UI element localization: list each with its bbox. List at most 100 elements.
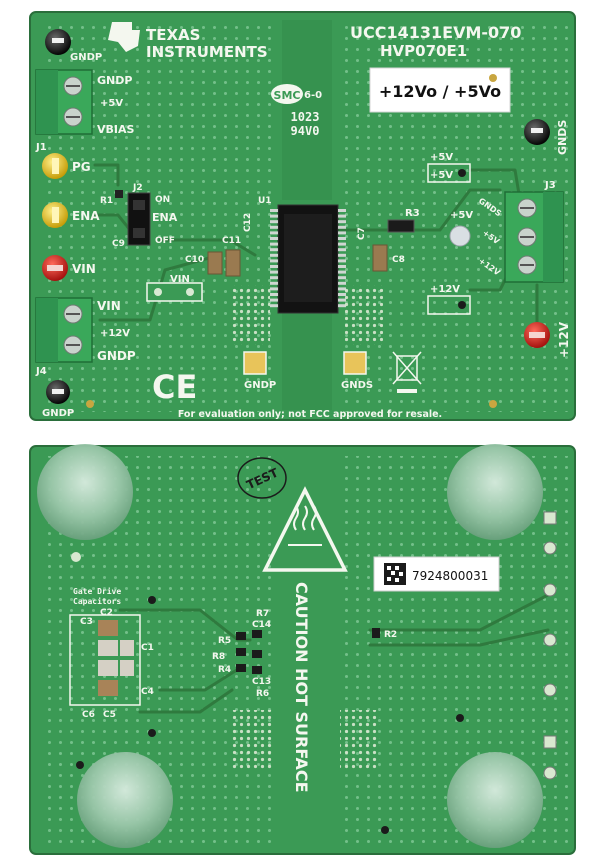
ic-pin	[338, 253, 346, 257]
mfr-mark-suffix: 6-0	[304, 90, 322, 101]
gate-drive-2: Capacitors	[73, 596, 121, 606]
label-c10: C10	[185, 255, 204, 265]
ic-pin	[338, 237, 346, 240]
label-j3: J3	[544, 180, 556, 191]
label-plus12v-j4: +12V	[100, 328, 130, 339]
ic-pin	[338, 281, 346, 285]
label-r6: R6	[256, 689, 269, 699]
label-c12: C12	[243, 213, 253, 232]
caution-text: CAUTION HOT SURFACE	[292, 582, 311, 793]
label-off: OFF	[155, 236, 175, 246]
label-c8: C8	[392, 255, 405, 265]
logo-line1: TEXAS	[146, 26, 200, 44]
ic-pin	[338, 298, 346, 302]
ic-u1	[277, 204, 339, 314]
ic-pin	[270, 293, 278, 296]
ti-logo: TEXAS INSTRUMENTS	[108, 22, 268, 61]
ic-pin	[338, 304, 346, 308]
label-c6: C6	[82, 710, 95, 720]
gate-drive-area	[69, 614, 141, 706]
ic-pin	[270, 298, 278, 302]
label-vin-j4: VIN	[97, 299, 121, 313]
bottom-board: TEST CAUTION HOT SURFACE 7924800031 Gate…	[29, 444, 576, 855]
cap-c8	[372, 244, 388, 272]
ic-pin	[338, 231, 346, 235]
test-stamp-ring	[237, 457, 287, 499]
bumper-top-right	[447, 444, 543, 540]
ic-pin	[338, 209, 346, 212]
cap-plus5v	[449, 225, 471, 247]
weee-bin-icon	[392, 351, 422, 393]
label-ena-jumper: ENA	[152, 211, 178, 224]
top-board: TEXAS INSTRUMENTS UCC14131EVM-070 HVP070…	[29, 11, 576, 421]
ic-pin	[270, 281, 278, 285]
ic-pin	[270, 237, 278, 240]
output-label: +12Vo / +5Vo	[379, 82, 501, 101]
output-label-box	[369, 67, 511, 113]
ic-pin	[270, 214, 278, 218]
ic-pin	[270, 276, 278, 280]
gate-drive-1: Gate Drive	[73, 586, 121, 596]
label-plus12v-side: +12V	[557, 321, 571, 358]
label-c9: C9	[112, 239, 125, 249]
caution-triangle	[262, 486, 348, 572]
label-gndp-pad: GNDP	[244, 380, 276, 391]
cap-mid-part	[98, 660, 118, 676]
cap-c10	[207, 251, 223, 275]
label-r8: R8	[212, 652, 225, 662]
label-plus12v-pad: +12V	[430, 284, 460, 295]
connector-j4	[35, 297, 93, 363]
label-c1: C1	[141, 643, 154, 653]
ic-pin	[338, 270, 346, 274]
label-c3: C3	[80, 617, 93, 627]
label-vbias: VBIAS	[97, 123, 135, 136]
ic-pin	[270, 270, 278, 274]
ic-pin	[338, 287, 346, 291]
label-gnds-pad: GNDS	[341, 380, 373, 391]
u1-pins-left	[270, 209, 278, 308]
label-r5: R5	[218, 636, 231, 646]
ic-pin	[338, 259, 346, 263]
label-r2: R2	[384, 630, 397, 640]
label-plus5v-j1: +5V	[100, 98, 123, 109]
label-r3: R3	[405, 208, 420, 219]
label-c4: C4	[141, 687, 154, 697]
ce-mark: CE	[152, 368, 197, 406]
cap-c1-part	[98, 640, 118, 656]
label-pg: PG	[72, 160, 91, 174]
cap-c11	[225, 249, 241, 277]
gndp-pad	[243, 351, 267, 375]
board-rev: HVP070E1	[380, 42, 467, 60]
ic-pin	[270, 248, 278, 252]
plus12v-pad	[427, 295, 471, 315]
label-c11: C11	[222, 236, 241, 246]
mfr-mark-oval	[271, 84, 303, 104]
label-c5: C5	[103, 710, 116, 720]
label-ena-test: ENA	[72, 209, 100, 223]
logo-line2: INSTRUMENTS	[146, 43, 268, 61]
ic-pin	[270, 253, 278, 257]
vin-pad	[146, 282, 203, 302]
serial-number: 7924800031	[412, 569, 488, 583]
ic-pin	[270, 259, 278, 263]
date-code-2: 94V0	[291, 124, 320, 138]
label-j4: J4	[35, 366, 47, 377]
label-c13: C13	[252, 677, 271, 687]
label-gndp-bottom: GNDP	[42, 408, 74, 419]
ic-pin	[270, 231, 278, 235]
cap-c4-part	[98, 680, 118, 696]
label-c7: C7	[357, 227, 367, 240]
label-plus5v-test: +5V	[430, 170, 453, 181]
ti-logo-icon	[108, 22, 140, 52]
hot-surface-icon	[288, 505, 322, 546]
board-name: UCC14131EVM-070	[350, 23, 521, 42]
datamatrix-icon	[384, 563, 406, 585]
label-on: ON	[155, 195, 170, 205]
ic-pin	[338, 276, 346, 280]
label-vin-test: VIN	[72, 262, 96, 276]
label-vin-pad: VIN	[170, 274, 190, 285]
ic-pin	[270, 220, 278, 224]
label-c14: C14	[252, 620, 271, 630]
label-gndp-top: GNDP	[70, 52, 102, 63]
cap-c3-part	[98, 620, 118, 636]
